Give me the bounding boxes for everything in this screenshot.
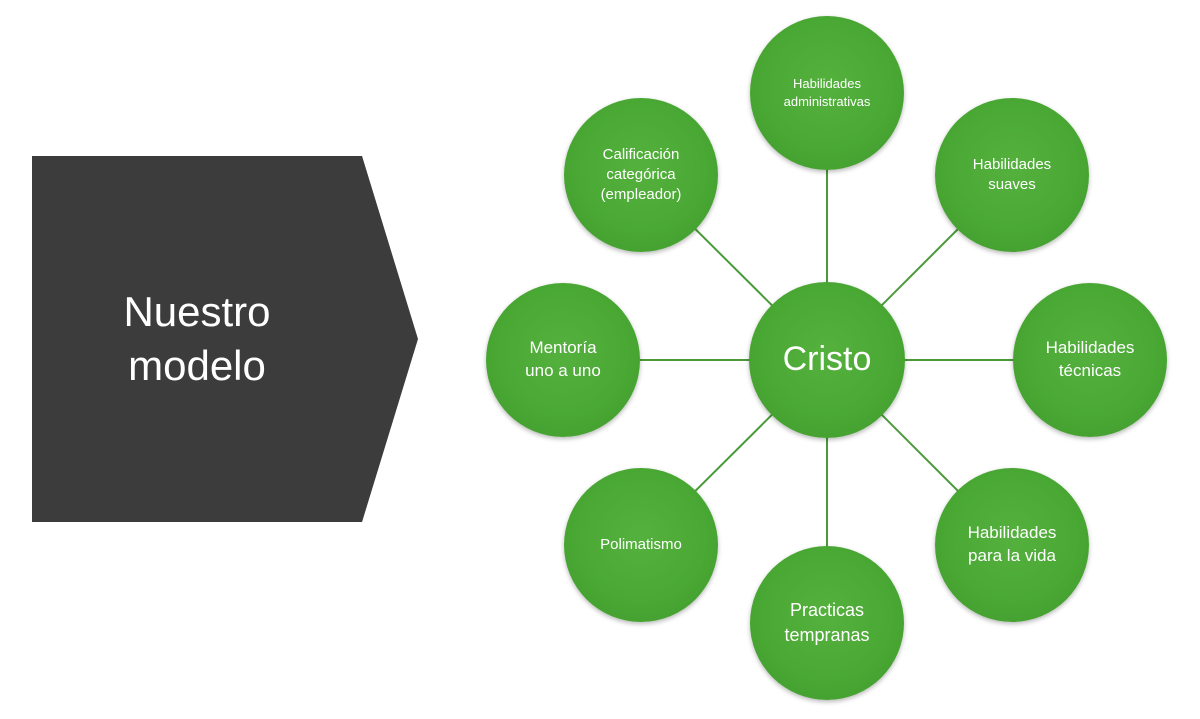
node-tecnicas-label: Habilidades técnicas <box>1045 338 1135 380</box>
node-calificacion-label: Calificación categórica (empleador) <box>600 145 682 204</box>
center-node: Cristo <box>749 282 905 438</box>
node-administrativas-label: Habilidades administrativas <box>783 76 871 109</box>
node-tecnicas: Habilidades técnicas <box>1013 283 1167 437</box>
node-mentoria: Mentoría uno a uno <box>486 283 640 437</box>
node-calificacion: Calificación categórica (empleador) <box>564 98 718 252</box>
node-polimatismo: Polimatismo <box>564 468 718 622</box>
node-administrativas: Habilidades administrativas <box>750 16 904 170</box>
node-mentoria-label: Mentoría uno a uno <box>525 338 601 380</box>
node-vida-label: Habilidades para la vida <box>967 523 1057 565</box>
title-chevron: Nuestro modelo <box>32 156 418 522</box>
title-text: Nuestro modelo <box>123 288 271 389</box>
node-practicas: Practicas tempranas <box>750 546 904 700</box>
center-node-label: Cristo <box>782 340 872 379</box>
node-vida: Habilidades para la vida <box>935 468 1089 622</box>
node-polimatismo-label: Polimatismo <box>600 535 682 553</box>
node-suaves-label: Habilidades suaves <box>972 155 1052 193</box>
node-practicas-label: Practicas tempranas <box>784 599 870 645</box>
node-suaves: Habilidades suaves <box>935 98 1089 252</box>
